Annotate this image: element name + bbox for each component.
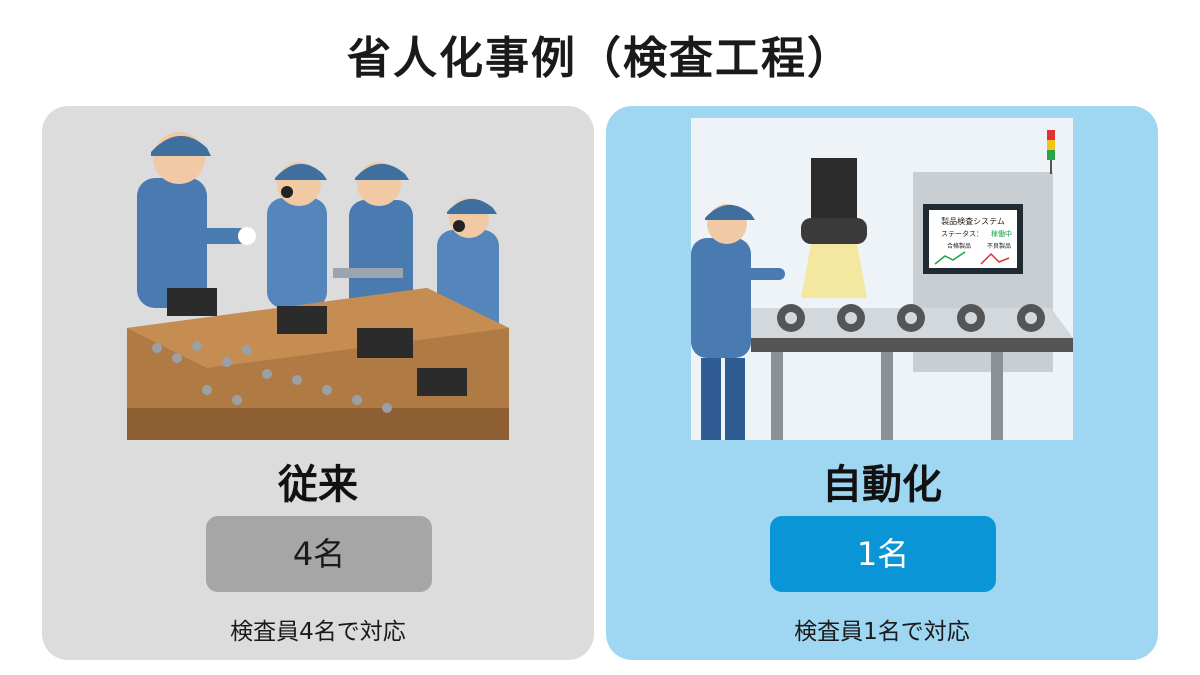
manual-inspection-illustration — [127, 118, 509, 440]
screen-chart1-label: 合格製品 — [947, 242, 971, 250]
automated-count-badge: 1名 — [770, 516, 996, 592]
signal-tower-icon — [1047, 130, 1055, 174]
gear-part-icon — [152, 341, 392, 413]
automated-inspection-svg: 製品検査システム ステータス： 稼働中 合格製品 不良製品 — [691, 118, 1073, 440]
conventional-count-badge: 4名 — [206, 516, 432, 592]
automated-description: 検査員1名で対応 — [794, 619, 970, 645]
automated-label: 自動化 — [822, 462, 942, 508]
conveyor-belt-icon — [751, 304, 1073, 440]
manual-inspection-svg — [127, 132, 509, 440]
screen-chart2-label: 不良製品 — [987, 242, 1011, 250]
inspector-worker-icon — [137, 132, 256, 308]
screen-status-label: ステータス： — [941, 229, 983, 238]
screen-title: 製品検査システム — [941, 216, 1005, 226]
page-title: 省人化事例（検査工程） — [347, 33, 853, 84]
screen-status-value: 稼働中 — [991, 229, 1012, 238]
inspector-worker-icon — [333, 162, 413, 320]
conventional-description: 検査員4名で対応 — [230, 619, 406, 645]
conventional-panel: 従来 4名 検査員4名で対応 — [42, 106, 594, 660]
automated-inspection-illustration: 製品検査システム ステータス： 稼働中 合格製品 不良製品 — [691, 118, 1073, 440]
conventional-label: 従来 — [278, 462, 358, 508]
inspector-worker-icon — [691, 204, 785, 440]
inspector-worker-icon — [267, 162, 327, 308]
automated-panel: 製品検査システム ステータス： 稼働中 合格製品 不良製品 — [606, 106, 1158, 660]
